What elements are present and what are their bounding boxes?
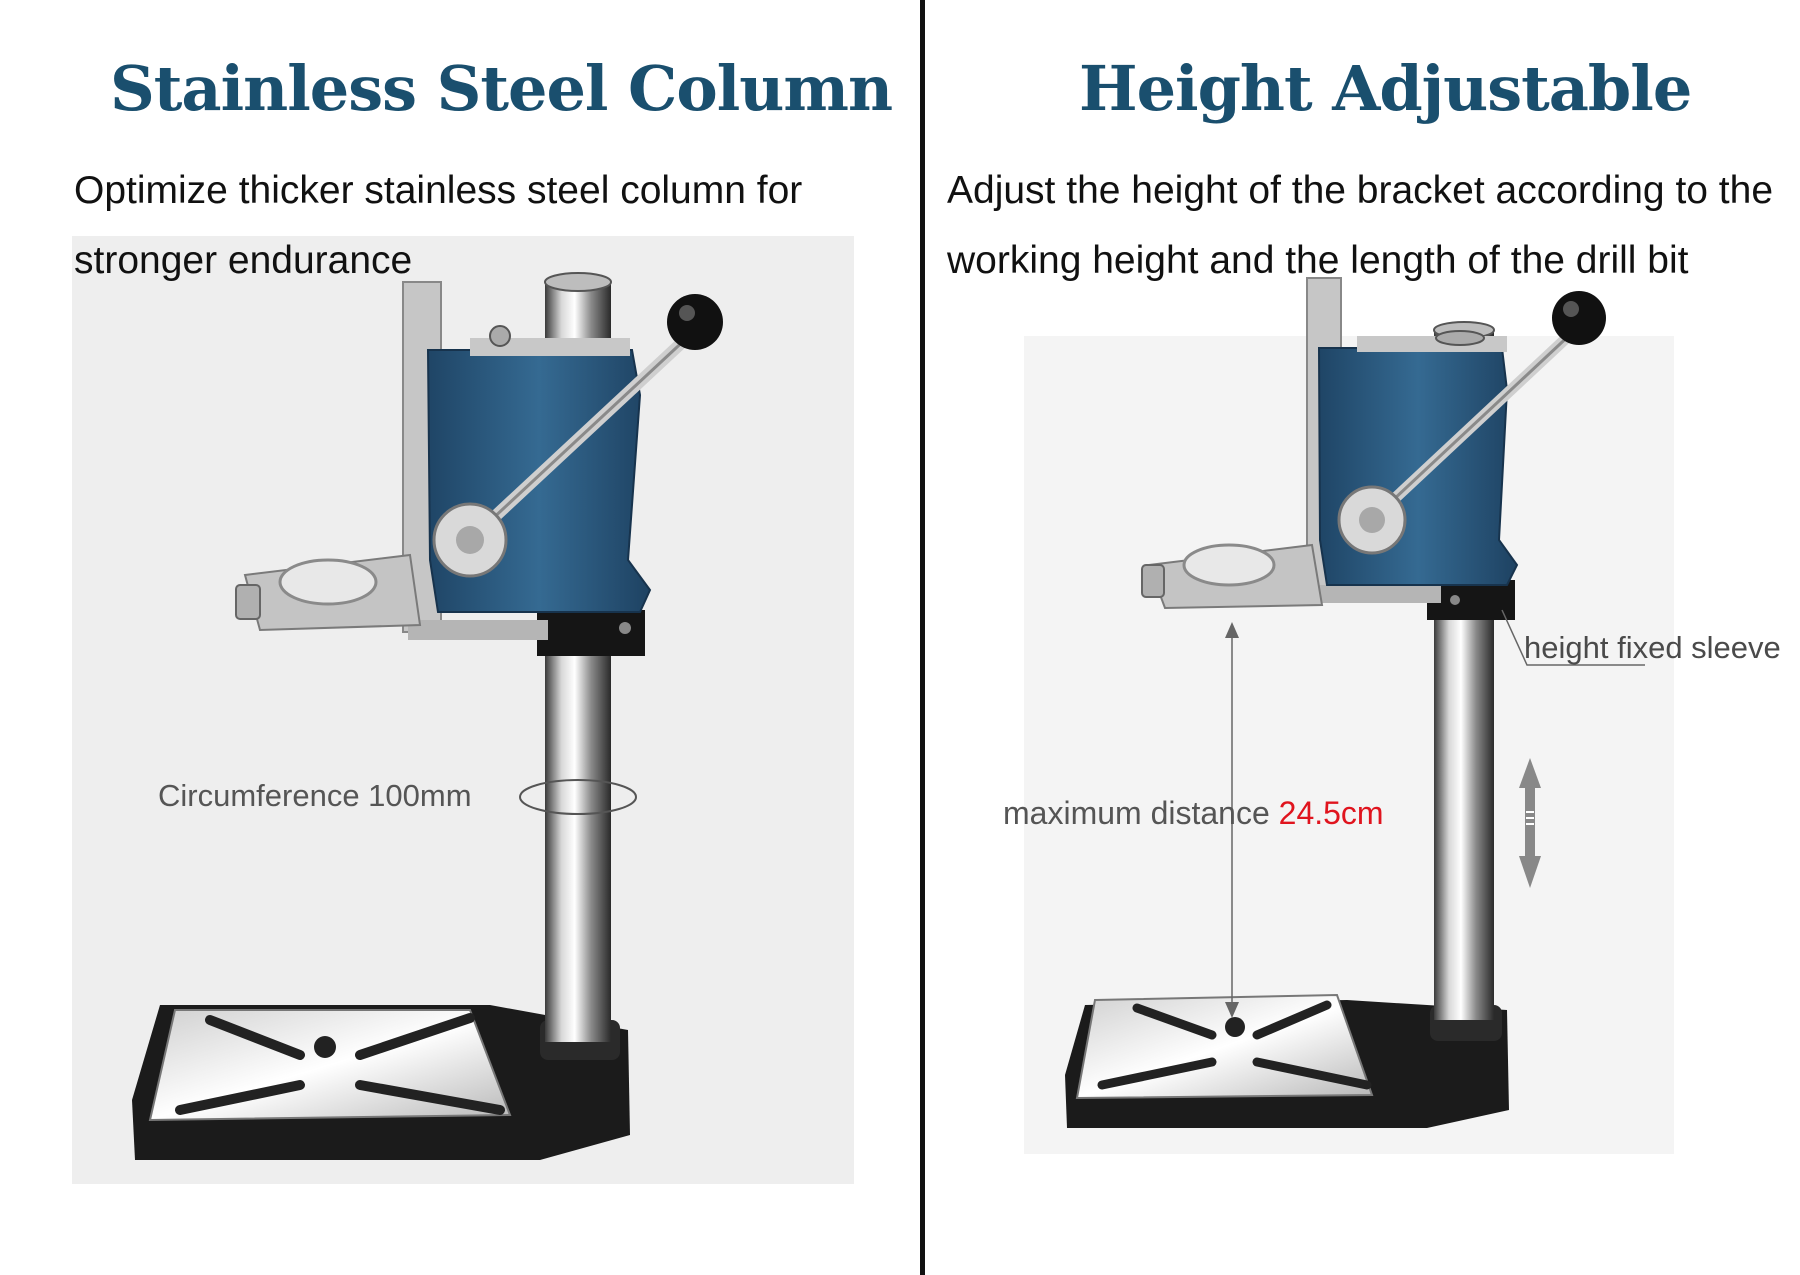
left-panel: Stainless Steel Column Optimize thicker … [72,52,893,1184]
drill-stand-image [1065,277,1645,1128]
left-description: Optimize thicker stainless steel column … [74,169,803,282]
maximum-distance-text: maximum distance [1003,795,1270,831]
right-description: Adjust the height of the bracket accordi… [947,169,1774,282]
dimension-arrow-icon [1225,622,1239,1018]
drill-stand-image [132,272,723,1160]
height-fixed-sleeve-label: height fixed sleeve [1524,630,1781,665]
right-panel: Height Adjustable Adjust the height of t… [927,0,1800,1275]
left-title: Stainless Steel Column [110,52,893,125]
maximum-distance-value: 24.5cm [1278,795,1384,831]
up-down-arrow-icon [1519,758,1541,888]
right-title: Height Adjustable [1079,52,1692,125]
circumference-label: Circumference 100mm [158,778,472,813]
maximum-distance-label: maximum distance 24.5cm [1003,795,1384,832]
panel-divider [920,0,925,1275]
circumference-ellipse-icon [519,779,637,815]
